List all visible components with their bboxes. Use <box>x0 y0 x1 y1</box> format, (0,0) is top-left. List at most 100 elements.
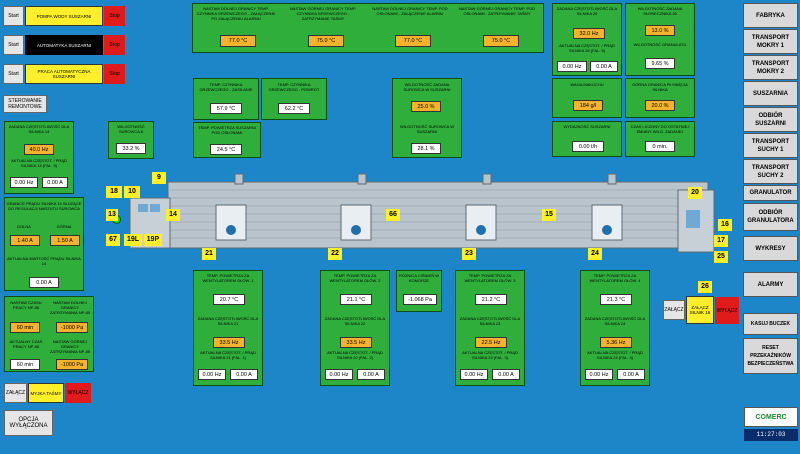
myjka-label: MYJKA TAŚMY <box>28 383 64 403</box>
silnik16-on-button[interactable]: ZAŁĄCZ <box>663 300 685 320</box>
np85-c1-value[interactable]: 60 min <box>10 322 40 333</box>
comerc-logo: COMERC <box>744 407 798 427</box>
nav-odbior-granulatora[interactable]: ODBIÓR GRANULATORA <box>743 203 798 231</box>
prad-title: GRANICE PRĄDU SILNIKA 14 SŁUŻĄCE DO REGU… <box>6 201 82 211</box>
fan-1-panel <box>193 270 263 386</box>
gran-value[interactable]: 20.0 % <box>645 100 675 111</box>
waga-value[interactable]: 184 g/l <box>573 100 603 111</box>
cisnienie-value: -1.068 Pa <box>403 294 437 305</box>
wilg-panel <box>625 3 695 76</box>
set-3-value[interactable]: 77.0 °C <box>395 35 431 47</box>
wilg-zadana-value[interactable]: 25.0 % <box>411 101 441 112</box>
start-button-automatyka[interactable]: Start <box>3 35 24 55</box>
tag-26: 26 <box>698 281 712 293</box>
fan-1-amp: 0.00 A <box>230 369 258 380</box>
fan-3-akt-title: AKTUALNA CZĘSTOT. / PRĄD SILNIKA 23 (FAL… <box>462 350 518 360</box>
fan-2-freq-value[interactable]: 33.5 Hz <box>340 337 372 348</box>
silnik16-off-button[interactable]: WYŁĄCZ <box>715 297 739 324</box>
fan-2-hz: 0.00 Hz <box>325 369 353 380</box>
waga-panel <box>552 78 622 118</box>
opcja-button[interactable]: OPCJA WYŁĄCZONA <box>4 410 53 436</box>
fan-1-temp-value: 20.7 °C <box>213 294 245 305</box>
fan-2-freq-title: ZADANA CZĘSTOTLIWOŚĆ DLA SILNIKA 22 <box>324 316 386 326</box>
prad-akt-title: AKTUALNA WARTOŚĆ PRĄDU SILNIKA 14 <box>7 256 81 266</box>
fan-1-freq-value[interactable]: 33.5 Hz <box>213 337 245 348</box>
wyd-title: WYDAJNOŚĆ SUSZARNI <box>563 124 611 129</box>
tag-66: 66 <box>386 209 400 221</box>
nav-fabryka[interactable]: FABRYKA <box>743 3 798 28</box>
nav-transport-mokry-1[interactable]: TRANSPORT MOKRY 1 <box>743 29 798 54</box>
np85-c1-title: NASTAW CZASU PRACY NP-85 <box>10 300 42 310</box>
prad-akt-value: 0.00 A <box>29 277 59 288</box>
tag-24: 24 <box>588 248 602 260</box>
wilg-suszarni-value: 28.1 % <box>411 143 441 154</box>
tag-67: 67 <box>106 234 120 246</box>
set-3-title: NASTAW DOLNEJ GRANICY TEMP. POD OSŁONAMI… <box>372 6 448 16</box>
fan-4-hz: 0.00 Hz <box>585 369 613 380</box>
pompa-label: POMPA WODY SUSZARNI <box>25 6 103 26</box>
myjka-off-button[interactable]: WYŁĄCZ <box>65 383 91 403</box>
tag-22: 22 <box>328 248 342 260</box>
set-2-value[interactable]: 75.0 °C <box>308 35 344 47</box>
wyd-value: 0.00 t/h <box>572 141 604 152</box>
nav-transport-suchy-2[interactable]: TRANSPORT SUCHY 2 <box>743 159 798 184</box>
temp-powrot-title: TEMP. CZYNNIKA GRZEWCZEGO - POWRÓT <box>268 82 320 92</box>
tag-21: 21 <box>202 248 216 260</box>
wilg-suszarni-title: WILGOTNOŚĆ SUROWCA W SUSZARNI <box>400 124 454 134</box>
prad-gorna-value[interactable]: 1.50 A <box>50 235 80 246</box>
motor26-amp: 0.00 A <box>590 61 618 72</box>
sterowanie-remontowe-button[interactable]: STEROWANIE REMONTOWE <box>3 95 47 113</box>
tag-19l: 19L <box>124 234 142 246</box>
stop-button-pompa[interactable]: Stop <box>104 6 125 26</box>
prad-dolna-value[interactable]: 1.40 A <box>10 235 40 246</box>
wilg-zad-value[interactable]: 13.0 % <box>645 25 675 36</box>
start-button-pompa[interactable]: Start <box>3 6 24 26</box>
myjka-on-button[interactable]: ZAŁĄCZ <box>4 383 27 403</box>
stop-button-automatyka[interactable]: Stop <box>104 35 125 55</box>
motor14-freq[interactable]: 40.0 Hz <box>24 144 54 155</box>
motor26-hz: 0.00 Hz <box>557 61 587 72</box>
temp-oslony-title: TEMP. POWIETRZA SUSZARNI POD OSŁONAMI <box>198 125 256 135</box>
czas-value: 0 min. <box>645 141 675 152</box>
nav-granulator[interactable]: GRANULATOR <box>743 185 798 201</box>
nav-wykresy[interactable]: WYKRESY <box>743 236 798 261</box>
np85-c2-value[interactable]: -1000 Pa <box>56 322 88 333</box>
kasuj-buczek-button[interactable]: KASUJ BUCZEK <box>743 313 798 335</box>
nav-suszarnia[interactable]: SUSZARNIA <box>743 81 798 106</box>
cisnienie-title: RÓŻNICA CIŚNIEŃ W KOMORZE <box>398 273 439 283</box>
nav-transport-suchy-1[interactable]: TRANSPORT SUCHY 1 <box>743 133 798 158</box>
prad-gorna-label: GÓRNA <box>56 224 72 229</box>
motor14-amp: 0.00 A <box>42 177 68 188</box>
np85-c3-title: AKTUALNY CZAS PRACY NP-85 <box>9 339 43 349</box>
wilg-surowca-value: 33.2 % <box>116 143 146 154</box>
fan-2-temp-title: TEMP. POWIETRZA ZA WENTYLATOREM GŁÓW. 2 <box>329 273 381 283</box>
fan-1-hz: 0.00 Hz <box>198 369 226 380</box>
set-1-value[interactable]: 77.0 °C <box>220 35 256 47</box>
czas-title: CZAS LICZONY DO OSTATNIEJ ZMIANY WILG. Z… <box>630 124 690 134</box>
wilg-zad-title: WILGOTNOŚĆ ZADANA SŁONECZNIKA 26 <box>637 6 683 16</box>
fan-4-freq-title: ZADANA CZĘSTOTLIWOŚĆ DLA SILNIKA 24 <box>584 316 646 326</box>
fan-3-freq-value[interactable]: 22.5 Hz <box>475 337 507 348</box>
tag-14: 14 <box>166 209 180 221</box>
nav-alarmy[interactable]: ALARMY <box>743 272 798 297</box>
motor26-freq-value[interactable]: 32.0 Hz <box>573 28 605 39</box>
motor14-title: ZADANA CZĘSTOTLIWOŚĆ DLA SILNIKA 14 <box>8 124 70 134</box>
set-4-title: NASTAW GÓRNEJ GRANICY TEMP. POD OSŁONAMI… <box>458 6 536 16</box>
tag-23: 23 <box>462 248 476 260</box>
tag-16: 16 <box>718 219 732 231</box>
wilg-surowca-title: WILGOTNOŚĆ SUROWCA 8 <box>117 124 145 134</box>
silnik16-label: ZAŁĄCZ SILNIK 16 <box>686 296 714 324</box>
temp-zasilanie-title: TEMP. CZYNNIKA GRZEWCZEGO - ZASILANIE <box>199 82 253 92</box>
waga-title: WAGA MAKUCHU <box>570 82 604 87</box>
tag-25: 25 <box>714 251 728 263</box>
fan-2-amp: 0.00 A <box>357 369 385 380</box>
fan-4-freq-value[interactable]: 5.36 Hz <box>600 337 632 348</box>
dryer-machine <box>130 173 715 253</box>
np85-c4-value[interactable]: -1000 Pa <box>56 359 88 370</box>
nav-odbior-suszarni[interactable]: ODBIÓR SUSZARNI <box>743 107 798 132</box>
stop-button-praca[interactable]: Stop <box>104 64 125 84</box>
set-4-value[interactable]: 75.0 °C <box>483 35 519 47</box>
reset-przekaznikow-button[interactable]: RESET PRZEKAŹNIKÓW BEZPIECZEŃSTWA <box>743 338 798 374</box>
nav-transport-mokry-2[interactable]: TRANSPORT MOKRY 2 <box>743 55 798 80</box>
start-button-praca[interactable]: Start <box>3 64 24 84</box>
